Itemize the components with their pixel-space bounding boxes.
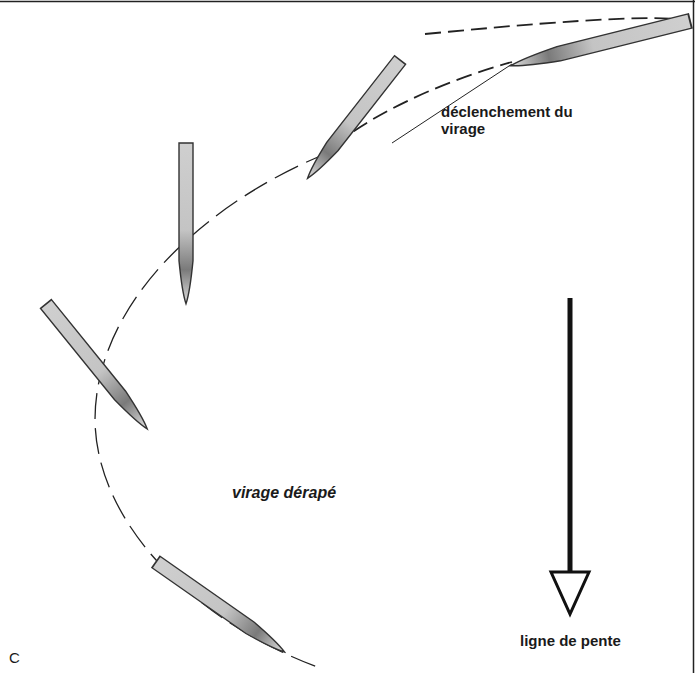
turn-trigger-label: déclenchement du virage bbox=[441, 103, 576, 138]
figure-letter: C bbox=[9, 649, 39, 666]
turn-type-label: virage dérapé bbox=[232, 484, 402, 502]
slope-arrow bbox=[568, 298, 573, 572]
frame-line bbox=[693, 0, 695, 673]
ski bbox=[302, 56, 405, 183]
slope-arrowhead bbox=[551, 572, 589, 614]
ski bbox=[41, 300, 153, 434]
ski bbox=[179, 143, 193, 304]
frame-line bbox=[0, 1, 695, 3]
ski bbox=[509, 14, 692, 73]
slope-label: ligne de pente bbox=[520, 632, 670, 649]
ski bbox=[152, 556, 288, 657]
